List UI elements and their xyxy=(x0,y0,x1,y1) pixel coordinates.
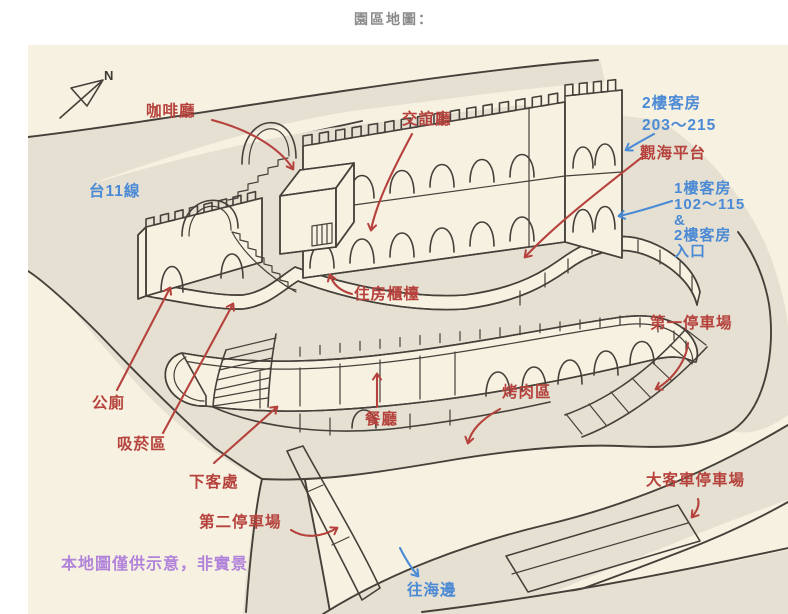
dropoff-arrow xyxy=(212,405,279,465)
label-2f-guest-rooms: 2樓客房 203～215 xyxy=(642,95,717,134)
left-wall-arches xyxy=(160,253,244,293)
to-sea-arrow xyxy=(398,546,420,578)
tower-arch-windows xyxy=(572,143,616,233)
terrace-railing-posts xyxy=(299,315,687,357)
label-disclaimer: 本地圖僅供示意，非實景 xyxy=(61,556,249,573)
north-compass-icon xyxy=(59,79,104,119)
castle-building xyxy=(137,78,701,436)
seaside-road xyxy=(322,424,788,614)
label-bbq-area: 烤肉區 xyxy=(502,384,552,401)
label-first-parking: 第一停車場 xyxy=(650,315,733,332)
entrance-arch xyxy=(351,409,377,429)
label-1f-guest-rooms-entrance: 1樓客房 102～115 & 2樓客房 入口 xyxy=(674,180,746,260)
coffee-shop-building xyxy=(279,162,355,255)
label-smoking-area: 吸菸區 xyxy=(117,436,167,453)
park-map-illustration xyxy=(28,45,788,614)
label-public-toilet: 公廁 xyxy=(92,395,126,412)
rooms1f-arrow xyxy=(617,199,674,220)
toilet-arrow xyxy=(115,286,173,392)
rooms2f-arrow xyxy=(624,132,656,152)
reception-arrow xyxy=(326,273,354,296)
map-drawing xyxy=(28,45,788,614)
north-label: N xyxy=(104,68,114,83)
label-coffee-shop: 咖啡廳 xyxy=(146,103,196,120)
page-title: 園區地圖： xyxy=(354,11,434,27)
terrace-arch-windows xyxy=(485,340,655,397)
label-restaurant: 餐廳 xyxy=(365,411,399,428)
bbq-arrow xyxy=(464,407,502,445)
lounge-arrow xyxy=(367,132,414,232)
parking1-arrow xyxy=(654,341,690,391)
main-wall-battlements xyxy=(302,92,566,147)
label-sea-viewing-platform: 觀海平台 xyxy=(640,145,707,162)
bus-parking-arrow xyxy=(690,497,700,519)
middle-staircase xyxy=(231,231,297,291)
label-second-parking: 第二停車場 xyxy=(199,514,282,531)
tower-battlements xyxy=(564,78,623,97)
arch-gates-and-stairs xyxy=(181,121,297,293)
upper-staircase xyxy=(227,157,289,201)
label-reception-counter: 住房櫃檯 xyxy=(354,286,421,303)
annotation-arrows xyxy=(115,118,700,578)
label-route-11: 台11線 xyxy=(89,183,141,200)
bus-parking-lot xyxy=(505,504,701,593)
coffee-arrow xyxy=(210,118,295,171)
second-parking-lot xyxy=(286,445,381,601)
label-lounge: 交誼廳 xyxy=(402,111,452,128)
sea-platform-arrow xyxy=(523,156,643,259)
smoking-arrow xyxy=(161,302,235,435)
left-wall-battlements xyxy=(145,190,263,228)
label-dropoff-area: 下客處 xyxy=(189,474,239,491)
first-parking-lot xyxy=(564,327,708,438)
parking2-arrow xyxy=(289,526,339,537)
grand-staircase xyxy=(212,333,277,408)
label-bus-parking: 大客車停車場 xyxy=(646,472,746,489)
label-to-seaside: 往海邊 xyxy=(407,582,457,599)
